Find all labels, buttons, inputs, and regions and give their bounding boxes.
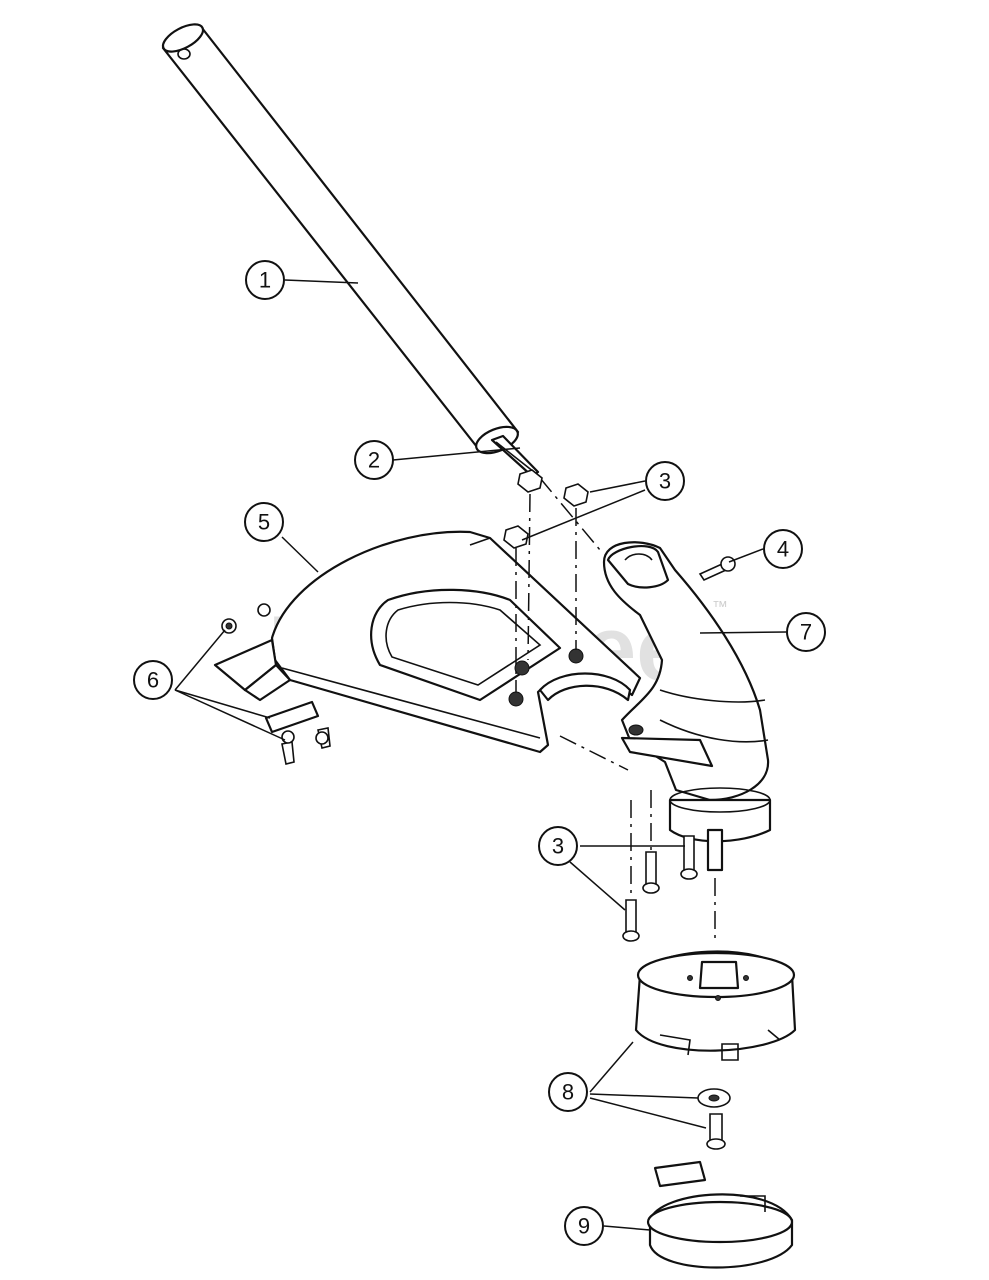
part-spool-cap[interactable] (646, 1160, 794, 1269)
part-drive-shaft[interactable] (490, 434, 540, 478)
callout-8[interactable]: 8 (548, 1072, 588, 1112)
callout-4[interactable]: 4 (763, 529, 803, 569)
part-bolts-lower[interactable] (622, 790, 716, 942)
callout-1[interactable]: 1 (245, 260, 285, 300)
svg-text:4: 4 (777, 537, 789, 562)
svg-text:3: 3 (552, 834, 564, 859)
callout-2[interactable]: 2 (354, 440, 394, 480)
svg-text:5: 5 (258, 510, 270, 535)
svg-text:1: 1 (259, 268, 271, 293)
svg-text:8: 8 (562, 1080, 574, 1105)
watermark-trademark: ™ (712, 599, 728, 616)
svg-text:9: 9 (578, 1214, 590, 1239)
part-nuts-upper[interactable] (503, 469, 589, 707)
callout-6[interactable]: 6 (133, 660, 173, 700)
part-shaft-tube[interactable] (159, 19, 522, 459)
svg-text:6: 6 (147, 668, 159, 693)
svg-text:7: 7 (800, 620, 812, 645)
leader-lines (174, 279, 787, 1231)
callout-3-lower[interactable]: 3 (538, 826, 578, 866)
callout-5[interactable]: 5 (244, 502, 284, 542)
part-gear-head-housing[interactable] (559, 541, 772, 872)
callout-3-upper[interactable]: 3 (645, 461, 685, 501)
part-debris-shield[interactable] (213, 530, 642, 754)
callout-7[interactable]: 7 (786, 612, 826, 652)
part-screw[interactable] (698, 556, 736, 582)
svg-text:2: 2 (368, 448, 380, 473)
callout-9[interactable]: 9 (564, 1206, 604, 1246)
part-spool-housing[interactable] (634, 950, 797, 1150)
svg-text:3: 3 (659, 469, 671, 494)
